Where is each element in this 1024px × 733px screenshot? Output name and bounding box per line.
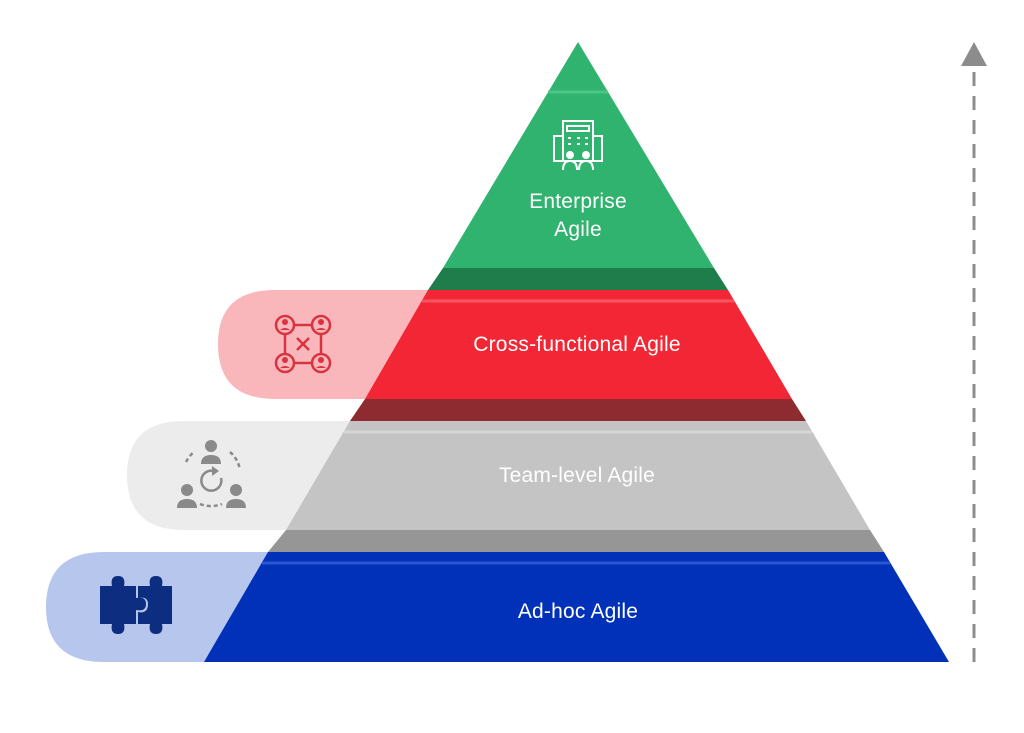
level-ad-hoc: Ad-hoc Agile xyxy=(46,552,949,662)
level-enterprise-shadow xyxy=(428,268,728,290)
level-enterprise-triangle xyxy=(443,42,714,268)
level-cross-functional: Cross-functional Agile xyxy=(218,290,806,421)
level-ad-hoc-label: Ad-hoc Agile xyxy=(518,600,638,623)
level-cross-functional-label: Cross-functional Agile xyxy=(473,333,681,356)
level-enterprise-label-line2: Agile xyxy=(554,218,602,241)
level-team-band xyxy=(286,421,870,530)
enterprise-building-people-icon xyxy=(553,120,603,171)
level-team-label: Team-level Agile xyxy=(499,464,655,487)
level-enterprise: Enterprise Agile xyxy=(428,42,728,290)
level-enterprise-label-line1: Enterprise xyxy=(529,190,627,213)
level-ad-hoc-band xyxy=(204,552,949,662)
team-cycle-icon xyxy=(177,440,246,508)
level-team-shadow xyxy=(268,530,884,552)
level-team: Team-level Agile xyxy=(127,421,884,552)
dashed-up-arrow-icon xyxy=(961,42,987,66)
puzzle-pieces-icon xyxy=(100,576,172,634)
cross-functional-network-icon xyxy=(274,314,332,374)
progression-arrow xyxy=(961,42,987,662)
level-cross-functional-shadow xyxy=(350,399,806,421)
level-cross-functional-tab xyxy=(218,290,430,399)
level-cross-functional-band xyxy=(365,290,792,399)
